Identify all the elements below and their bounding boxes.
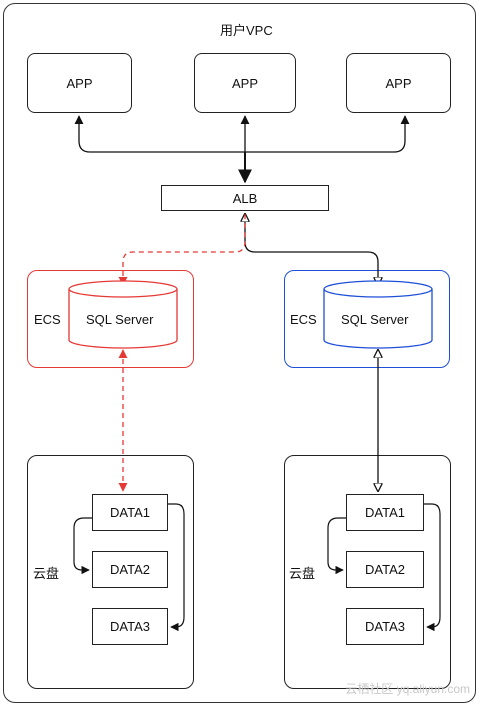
sql-server-right-cylinder[interactable]: [323, 280, 433, 349]
sql-server-right-label: SQL Server: [341, 312, 409, 327]
app-alb-connectors: [74, 115, 410, 184]
ecs-left-label: ECS: [34, 312, 61, 327]
disk-right-internal-connectors: [327, 503, 441, 632]
data-label: DATA2: [365, 562, 405, 577]
data1-left[interactable]: DATA1: [92, 494, 168, 531]
app3-connector: [245, 115, 410, 153]
watermark: 云栖社区 yq.aliyun.com: [345, 682, 470, 696]
disk-left-internal-connectors: [73, 503, 185, 632]
alb-to-ecs-left-connector: [118, 214, 246, 286]
app-label: APP: [385, 75, 412, 91]
sql-server-left-label: SQL Server: [86, 312, 154, 327]
data1-right[interactable]: DATA1: [346, 494, 424, 531]
data-label: DATA3: [365, 619, 405, 634]
app1-connector: [74, 115, 245, 153]
app-label: APP: [66, 75, 93, 91]
ecs-left-box[interactable]: [27, 270, 194, 368]
vpc-container: [3, 3, 476, 703]
data-label: DATA3: [110, 619, 150, 634]
app-label: APP: [231, 75, 258, 91]
disk-right-label: 云盘: [289, 566, 316, 581]
disk-left-label: 云盘: [33, 566, 60, 581]
app-box-3[interactable]: APP: [346, 53, 451, 113]
data2-left[interactable]: DATA2: [92, 551, 168, 588]
disk-left-container: [27, 455, 194, 689]
ecs-right-label: ECS: [290, 312, 317, 327]
vpc-title: 用户VPC: [220, 23, 273, 38]
app-box-2[interactable]: APP: [194, 53, 296, 113]
data-label: DATA1: [110, 505, 150, 520]
data2-right[interactable]: DATA2: [346, 551, 424, 588]
sql-server-left-cylinder[interactable]: [68, 280, 178, 349]
disk-right-container: [284, 455, 451, 689]
data3-right[interactable]: DATA3: [346, 608, 424, 645]
data-label: DATA2: [110, 562, 150, 577]
data-label: DATA1: [365, 505, 405, 520]
app-box-1[interactable]: APP: [27, 53, 132, 113]
alb-box[interactable]: ALB: [161, 185, 329, 211]
data3-left[interactable]: DATA3: [92, 608, 168, 645]
alb-to-ecs-right-connector: [245, 214, 378, 285]
alb-label: ALB: [232, 190, 258, 206]
